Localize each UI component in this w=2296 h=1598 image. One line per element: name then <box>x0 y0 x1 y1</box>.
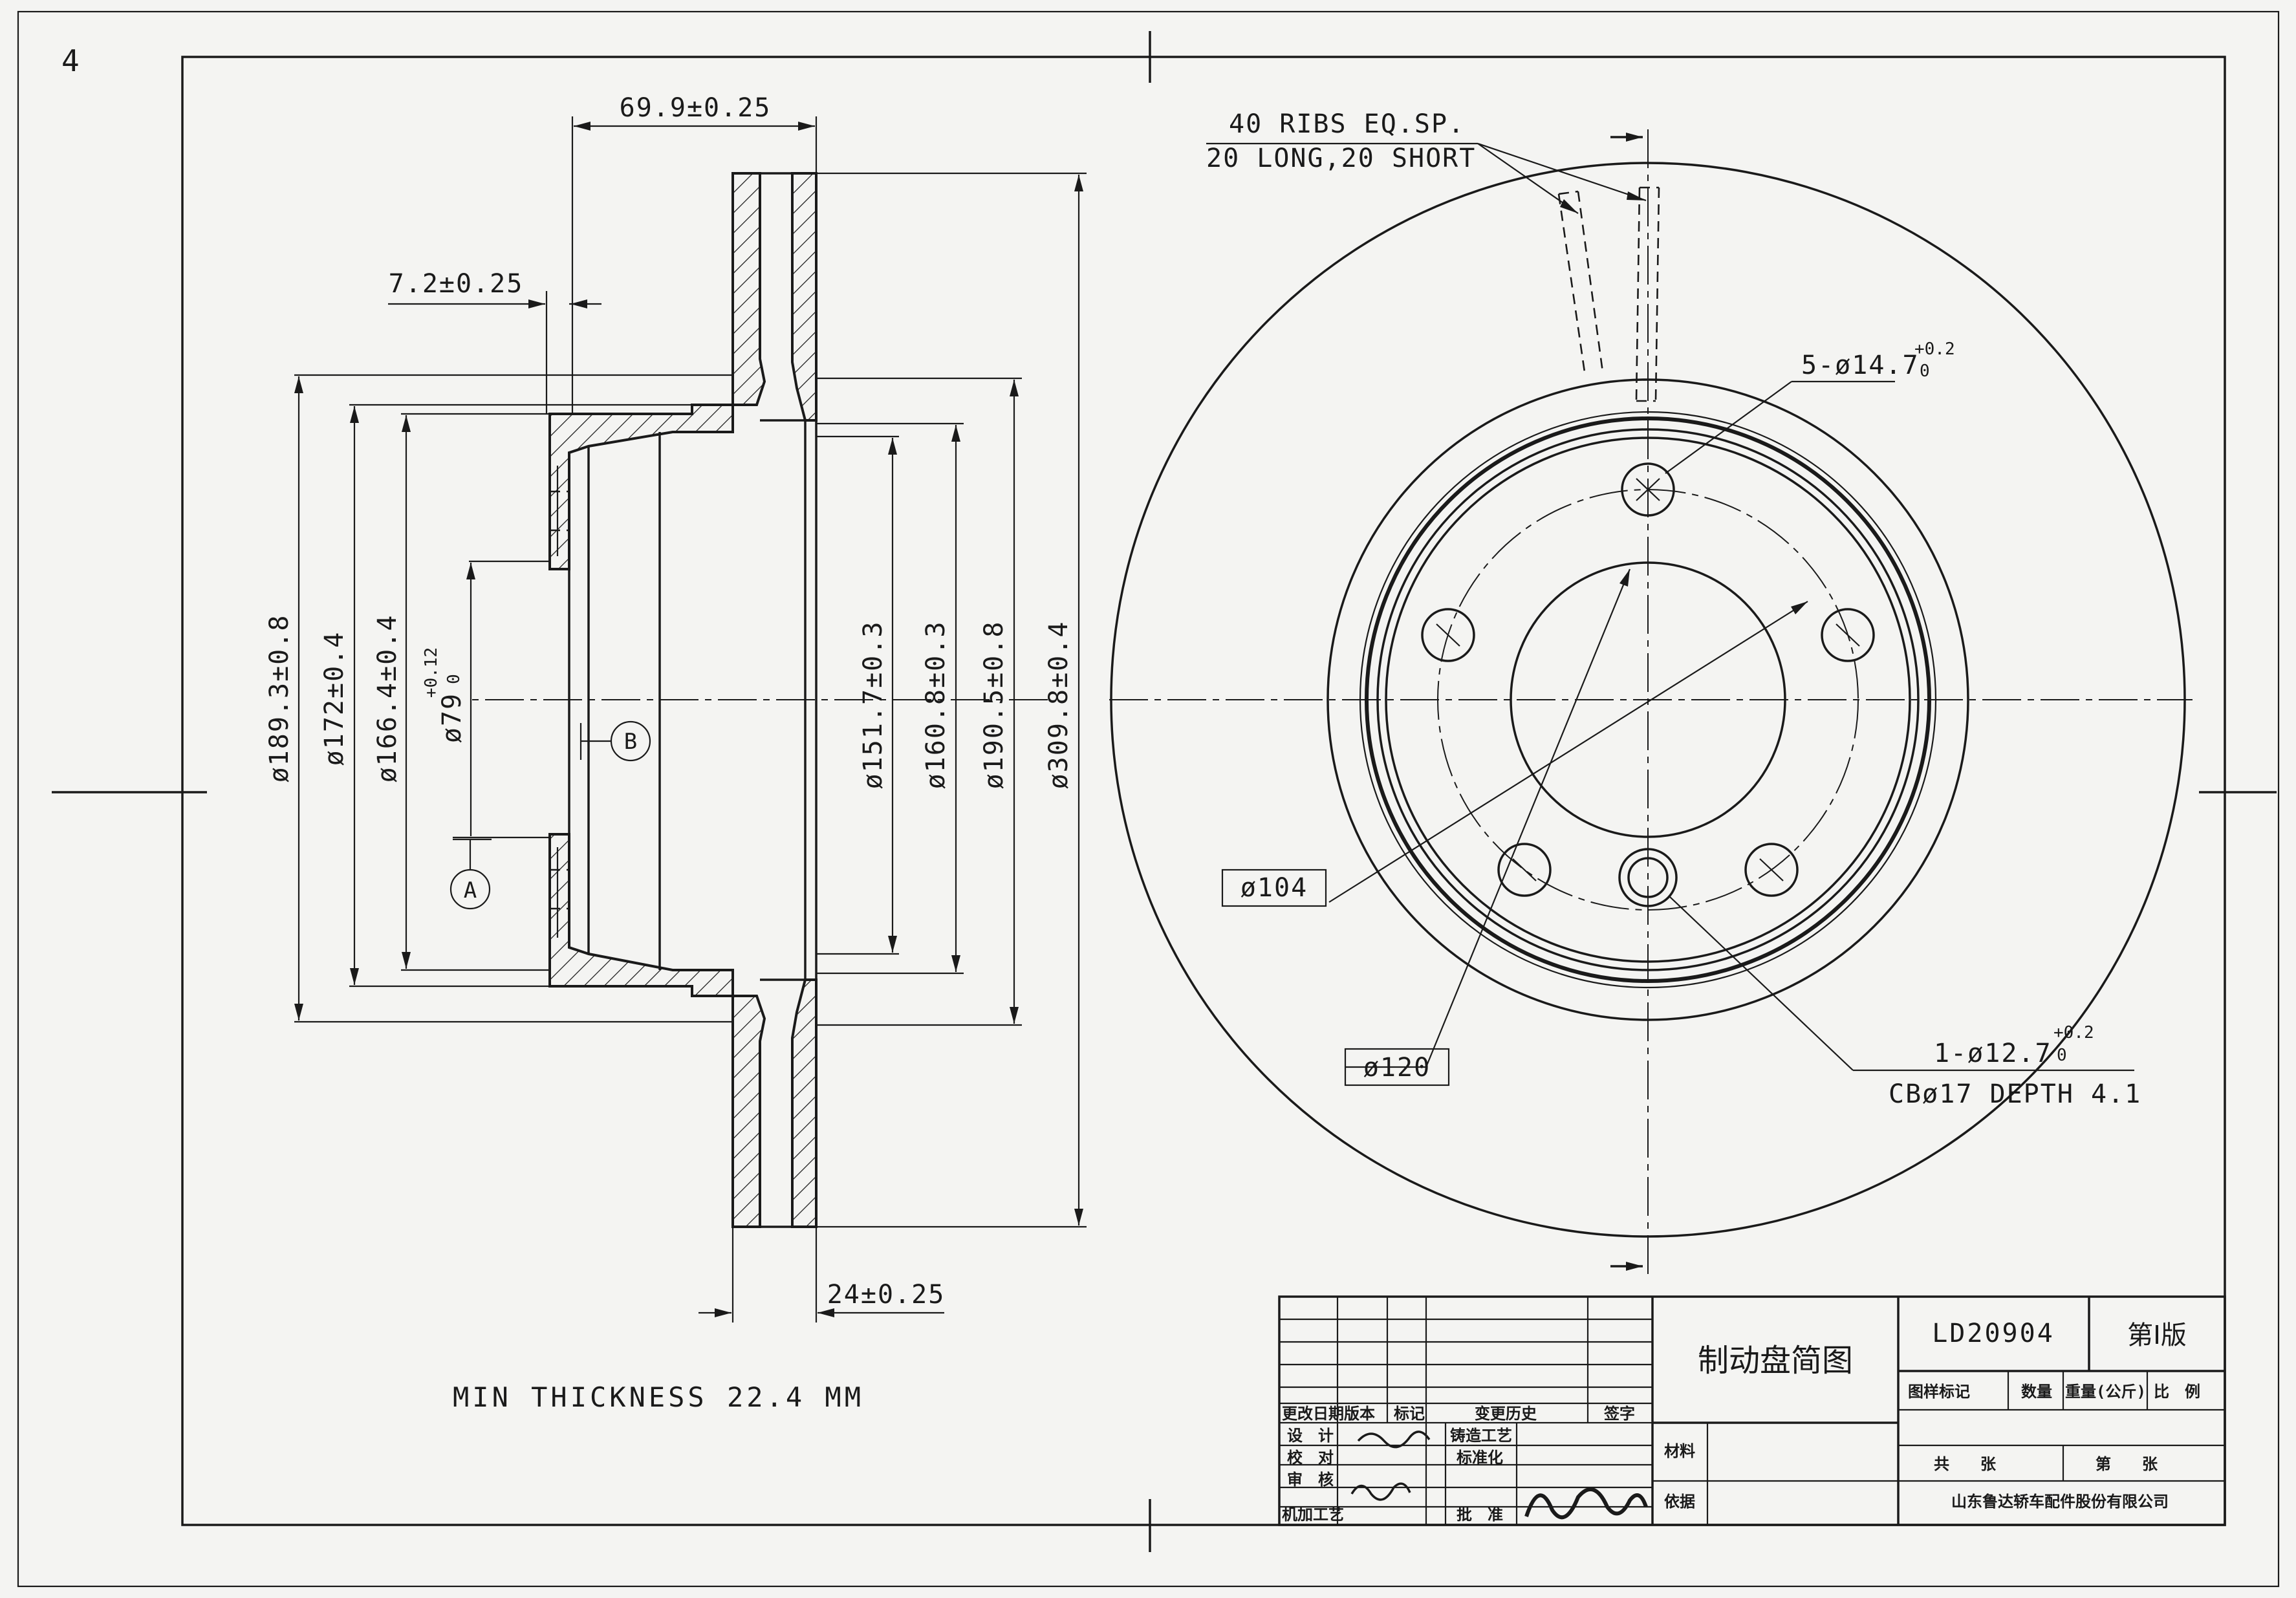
tb-rev-version: 版本 <box>1344 1405 1375 1423</box>
tb-row-approve: 批 准 <box>1457 1506 1503 1524</box>
min-thickness-note: MIN THICKNESS 22.4 MM <box>453 1381 864 1413</box>
hat-edge-1 <box>1365 416 1931 983</box>
signature-review <box>1350 1482 1411 1501</box>
tb-row-casting: 铸造工艺 <box>1450 1427 1512 1445</box>
locating-hole <box>1627 857 1669 898</box>
pcd-label: ø104 <box>1240 873 1308 903</box>
tb-stage-mark: 图样标记 <box>1908 1383 1970 1401</box>
tb-scale: 比 例 <box>2154 1383 2200 1401</box>
dim-d172: ø172±0.4 <box>319 631 349 766</box>
company-name: 山东鲁达轿车配件股份有限公司 <box>1951 1493 2169 1511</box>
counterbore-dim: CBø17 DEPTH 4.1 <box>1889 1079 2141 1109</box>
tb-row-machining: 机加工艺 <box>1282 1506 1344 1524</box>
datum-b-label: B <box>624 729 637 755</box>
datum-b-circle <box>610 720 651 762</box>
part-number: LD20904 <box>1932 1319 2055 1348</box>
pilot-label: ø120 <box>1363 1053 1431 1083</box>
right-diameter-dims <box>888 175 1083 1225</box>
left-diameter-dims <box>294 376 475 1020</box>
dim-d151: ø151.7±0.3 <box>858 621 888 790</box>
tb-row-design: 设 计 <box>1287 1427 1334 1445</box>
bolt-holes-tol-low: 0 <box>1920 362 1930 381</box>
datum-a-label: A <box>464 878 477 903</box>
hat-lower <box>548 833 734 997</box>
edition: 第Ⅰ版 <box>2127 1321 2187 1350</box>
tb-rev-mark: 标记 <box>1394 1405 1425 1423</box>
page-number: 4 <box>61 43 80 78</box>
bolt-holes-dim: 5-ø14.7 <box>1801 351 1920 380</box>
signature-design <box>1357 1431 1431 1449</box>
rotor-outer-edge <box>1110 162 2186 1238</box>
tb-rev-date: 更改日期 <box>1282 1405 1344 1423</box>
dim-hub-offset: 69.9±0.25 <box>620 93 772 123</box>
front-view: 40 RIBS EQ.SP. 20 LONG,20 SHORT 5-ø14.7 … <box>1109 109 2193 1280</box>
ribs-line2: 20 LONG,20 SHORT <box>1206 144 1476 173</box>
bolt-hole-3 <box>1744 843 1799 897</box>
pcd-box <box>1221 869 1327 907</box>
tb-total-sheets: 共 张 <box>1934 1455 1997 1473</box>
upper-outer-plate <box>731 172 766 406</box>
dim-d79-tol-high: +0.12 <box>422 647 441 698</box>
ribs-line1: 40 RIBS EQ.SP. <box>1229 109 1465 139</box>
bolt-hole-5 <box>1421 608 1475 662</box>
tb-qty: 数量 <box>2021 1383 2052 1401</box>
material-label: 材料 <box>1664 1442 1695 1460</box>
tb-row-review: 审 核 <box>1287 1471 1334 1489</box>
hat-edge-3 <box>1385 437 1911 963</box>
dim-hat-thickness: 7.2±0.25 <box>389 269 524 299</box>
hat-outer <box>1359 411 1937 989</box>
hat-edge-2 <box>1376 428 1920 971</box>
bolt-hole-1 <box>1621 462 1675 517</box>
dim-d79-tol-low: 0 <box>444 674 464 684</box>
locating-hole-cb <box>1618 848 1678 907</box>
bolt-hole-4 <box>1497 843 1552 897</box>
title-block: 更改日期 版本 标记 变更历史 签字 设 计 校 对 审 核 机加工艺 铸造工艺… <box>1278 1295 2226 1526</box>
drawing-title: 制动盘简图 <box>1698 1343 1853 1379</box>
upper-inner-plate <box>791 172 818 422</box>
locating-hole-tol-high: +0.2 <box>2053 1023 2094 1042</box>
tb-weight: 重量(公斤) <box>2065 1383 2146 1401</box>
tb-rev-history: 变更历史 <box>1475 1405 1537 1423</box>
tb-row-proof: 校 对 <box>1287 1449 1334 1467</box>
dim-rotor-thickness: 24±0.25 <box>827 1280 946 1310</box>
tb-rev-sign: 签字 <box>1603 1405 1635 1423</box>
dim-d160: ø160.8±0.3 <box>921 621 951 790</box>
section-view: ø189.3±0.8 ø172±0.4 ø166.4±0.4 ø79 +0.12… <box>265 93 1087 1413</box>
dim-d309: ø309.8±0.4 <box>1044 621 1074 790</box>
locating-hole-dim: 1-ø12.7 <box>1934 1039 2052 1068</box>
bolt-hole-2 <box>1821 608 1875 662</box>
rib-long <box>1635 186 1660 402</box>
signature-approve <box>1524 1487 1648 1520</box>
locating-hole-tol-low: 0 <box>2057 1046 2067 1065</box>
dim-d190: ø190.5±0.8 <box>979 621 1009 790</box>
lower-outer-plate <box>731 995 766 1228</box>
lower-inner-plate <box>791 978 818 1228</box>
bolt-holes-tol-high: +0.2 <box>1914 340 1955 359</box>
dim-d166: ø166.4±0.4 <box>373 614 402 783</box>
basis-label: 依据 <box>1664 1493 1695 1511</box>
tb-sheet-no: 第 张 <box>2096 1455 2158 1473</box>
rib-short <box>1557 190 1604 373</box>
hat-upper <box>548 404 734 570</box>
pilot-box <box>1344 1048 1450 1086</box>
dim-d79: ø79 <box>437 693 467 743</box>
sheet-frame: 4 <box>17 10 2280 1588</box>
dim-d189: ø189.3±0.8 <box>265 614 294 783</box>
datum-a-circle <box>449 869 491 910</box>
tb-row-standard: 标准化 <box>1457 1449 1503 1467</box>
pilot-bore <box>1510 561 1786 838</box>
friction-inner-edge <box>1327 378 1969 1021</box>
